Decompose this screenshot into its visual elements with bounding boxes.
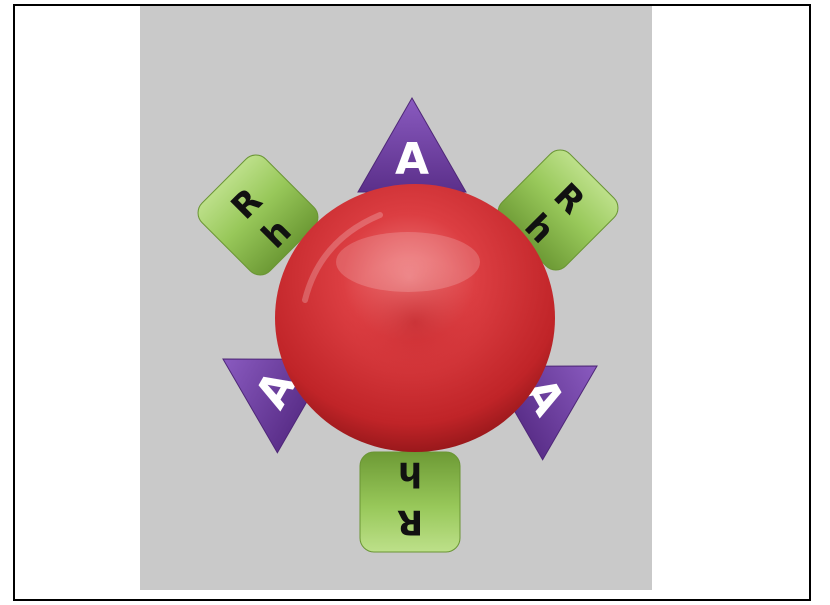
red-blood-cell [275,184,555,452]
rh-letter-r: R [397,502,423,542]
rh-factor-bottom: R h [360,452,460,552]
rh-letter-h: h [398,454,422,494]
antigen-label: A [395,134,429,185]
